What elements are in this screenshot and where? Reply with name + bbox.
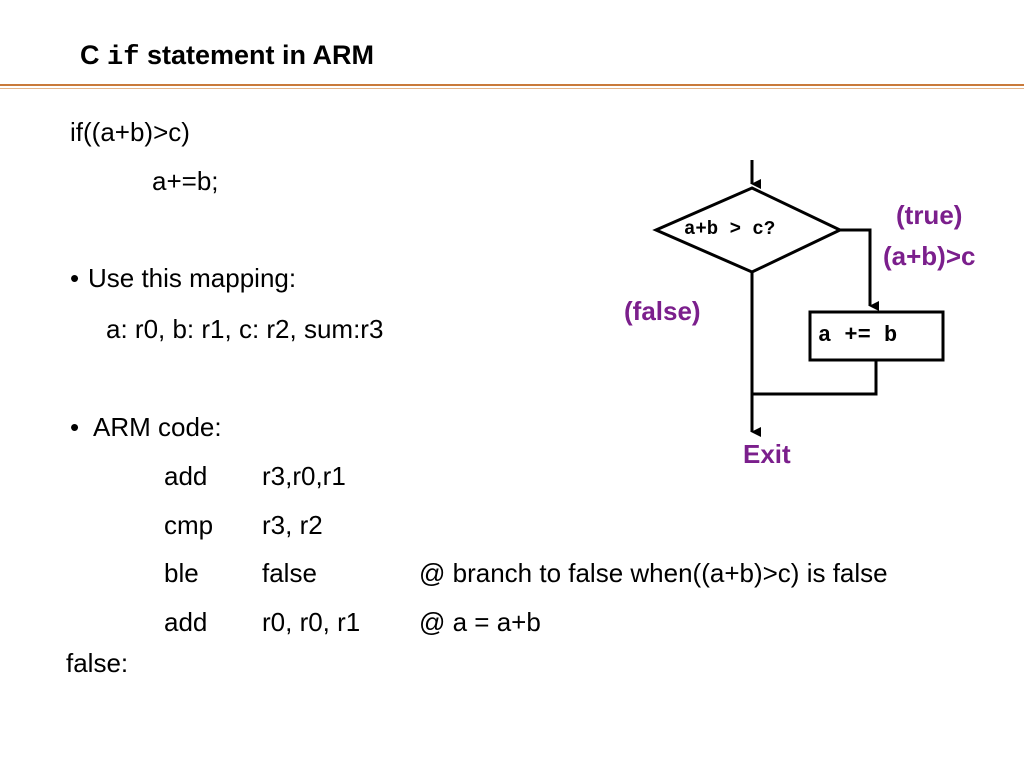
title-divider: [0, 84, 1024, 86]
merge-line: [752, 360, 878, 396]
mapping-heading: Use this mapping:: [88, 263, 297, 293]
flowchart: a+b > c? a += b (true) (a+b)>c (false) E…: [600, 150, 1024, 480]
action-box: [808, 310, 945, 362]
asm-args: false: [262, 558, 317, 588]
false-label: (false): [624, 296, 701, 326]
decision-label: a+b > c?: [684, 218, 776, 240]
asm-args: r3, r2: [262, 510, 323, 540]
asm-args: r3,r0,r1: [262, 461, 346, 491]
asm-op: add: [164, 607, 208, 637]
true-label: (true): [896, 200, 963, 230]
asm-op: add: [164, 461, 208, 491]
title-suffix: statement in ARM: [146, 40, 374, 70]
c-code-line-2: a+=b;: [152, 166, 219, 196]
exit-label: Exit: [743, 439, 791, 469]
true-condition-label: (a+b)>c: [883, 241, 976, 271]
title-divider-shadow: [0, 88, 1024, 89]
asm-comment: @ a = a+b: [419, 607, 541, 637]
true-branch-arrow: [840, 228, 879, 311]
mapping-values: a: r0, b: r1, c: r2, sum:r3: [106, 314, 384, 344]
asm-args: r0, r0, r1: [262, 607, 361, 637]
title-prefix: C: [80, 40, 100, 70]
slide-title: C if statement in ARM: [80, 40, 374, 73]
asm-op: cmp: [164, 510, 214, 540]
action-label: a += b: [818, 323, 898, 348]
asm-comment: @ branch to false when((a+b)>c) is false: [419, 558, 888, 588]
asm-op: ble: [164, 558, 199, 588]
title-code: if: [107, 43, 140, 73]
c-code-line-1: if((a+b)>c): [70, 117, 190, 147]
arm-code-heading: ARM code:: [93, 412, 222, 442]
flowchart-graphic: [652, 160, 945, 437]
asm-label-false: false:: [66, 648, 129, 678]
mapping-bullet: •: [70, 263, 80, 293]
arm-code-bullet: •: [70, 412, 80, 442]
